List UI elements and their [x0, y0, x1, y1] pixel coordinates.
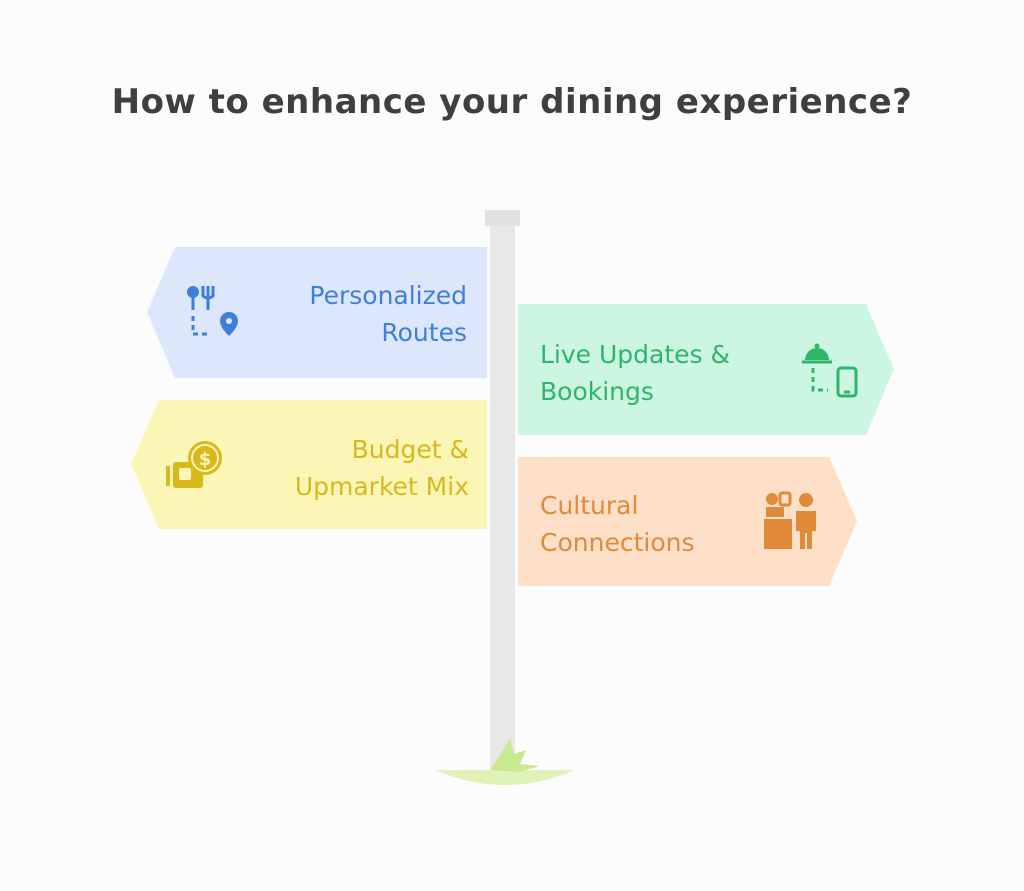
- signpost-cap: [485, 210, 520, 226]
- sign-board-yellow: [131, 400, 487, 529]
- sign-budget-upmarket-mix: $ Budget & Upmarket Mix: [131, 400, 487, 529]
- sign-live-updates-bookings: Live Updates & Bookings: [518, 304, 894, 435]
- sign-personalized-routes: Personalized Routes: [147, 247, 487, 378]
- cloche-phone-icon: [800, 342, 860, 404]
- sign-label-live-updates-bookings: Live Updates & Bookings: [540, 340, 731, 406]
- sign-board-orange: [518, 457, 857, 586]
- sign-label-personalized-routes: Personalized Routes: [309, 281, 467, 347]
- sign-board-blue: [147, 247, 487, 378]
- sign-cultural-connections: Cultural Connections: [518, 457, 857, 586]
- signpost-pole: [490, 226, 515, 771]
- grass-mound: [435, 738, 575, 785]
- reception-desk-person-icon: [762, 491, 824, 557]
- sign-board-green: [518, 304, 894, 435]
- svg-text:$: $: [199, 449, 212, 470]
- wallet-coin-icon: $: [165, 438, 227, 498]
- sign-label-cultural-connections: Cultural Connections: [540, 491, 695, 557]
- page-title: How to enhance your dining experience?: [111, 82, 913, 122]
- sign-label-budget-upmarket-mix: Budget & Upmarket Mix: [294, 435, 469, 501]
- utensils-route-pin-icon: [185, 284, 241, 348]
